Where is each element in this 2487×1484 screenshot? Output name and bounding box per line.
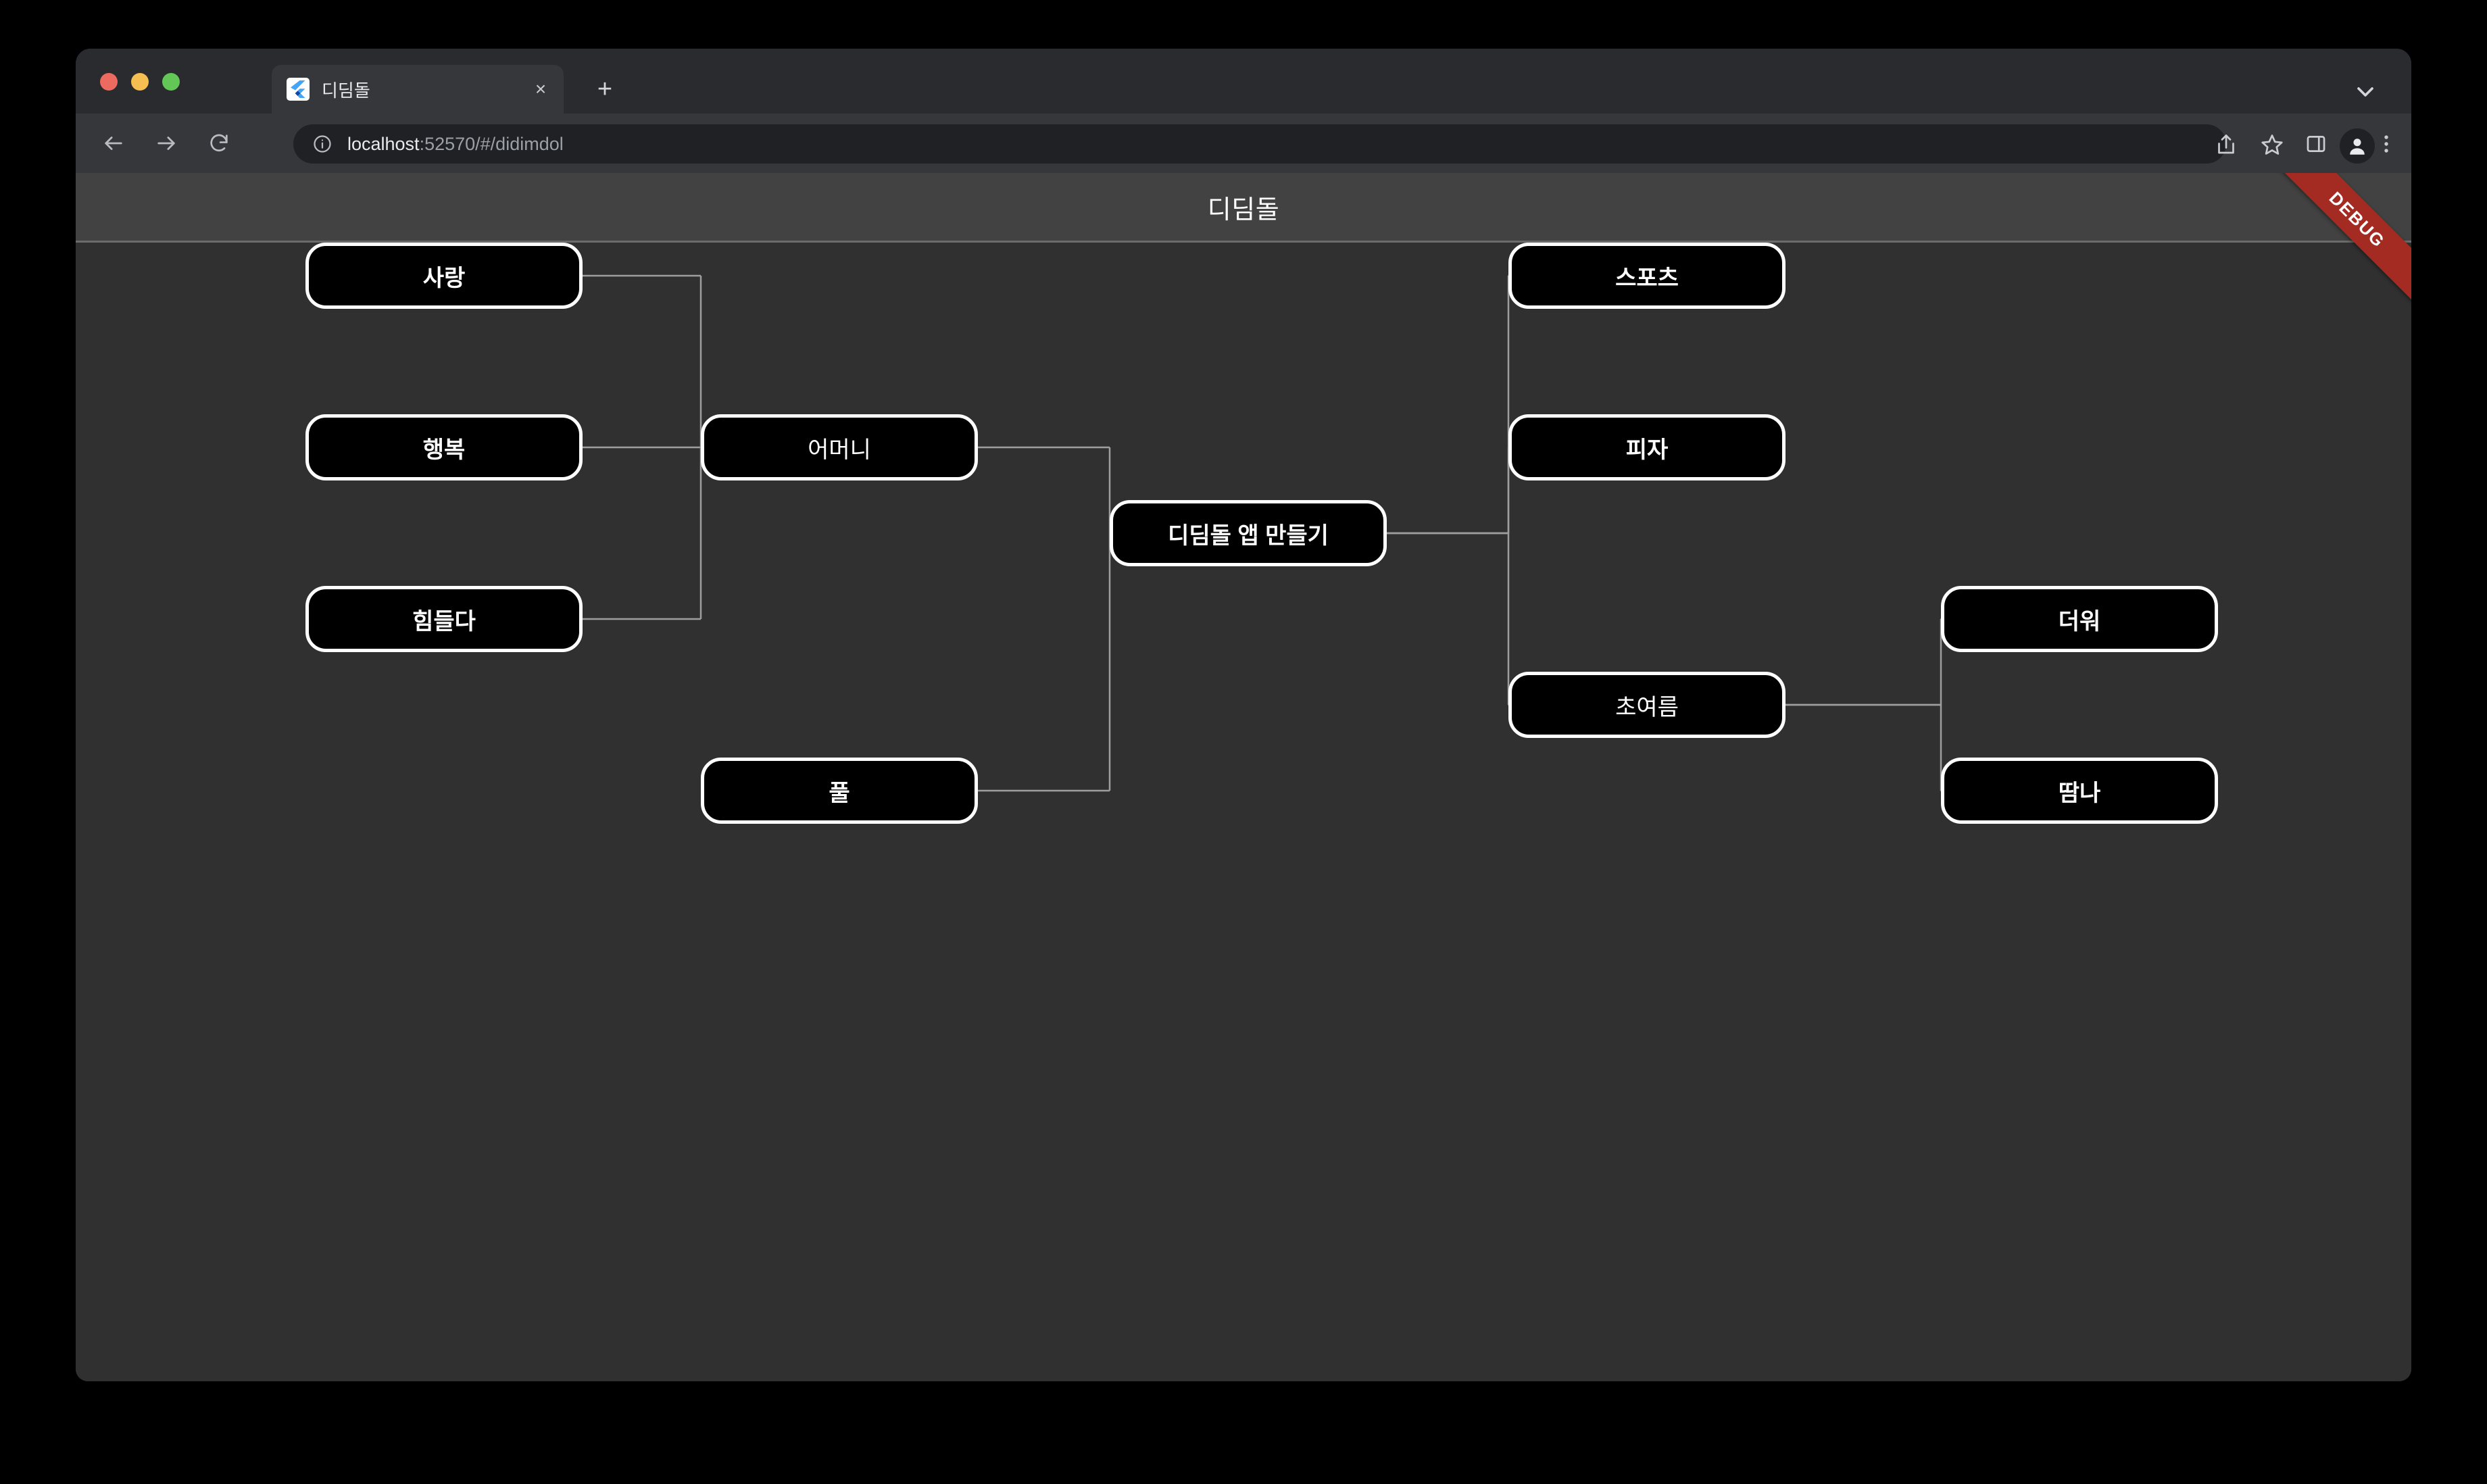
mindmap-node-label: 피자 bbox=[1625, 437, 1669, 463]
mindmap-node-label: 초여름 bbox=[1615, 694, 1679, 720]
mindmap-connectors bbox=[583, 274, 1942, 792]
mindmap-node-label: 어머니 bbox=[808, 437, 871, 463]
mindmap-node-pizza[interactable]: 피자 bbox=[1508, 414, 1786, 480]
close-window-button[interactable] bbox=[100, 73, 118, 91]
mindmap-node-chonyeoreum[interactable]: 초여름 bbox=[1508, 672, 1786, 738]
mindmap-node-sports[interactable]: 스포츠 bbox=[1508, 243, 1786, 309]
mindmap-node-pul[interactable]: 풀 bbox=[701, 758, 978, 824]
mindmap-node-deowo[interactable]: 더워 bbox=[1941, 586, 2218, 652]
star-icon[interactable] bbox=[2260, 132, 2287, 159]
mindmap-node-label: 사랑 bbox=[422, 265, 466, 291]
mindmap-node-label: 디딤돌 앱 만들기 bbox=[1168, 522, 1329, 549]
new-tab-button[interactable]: + bbox=[597, 75, 613, 103]
flutter-logo-icon bbox=[287, 78, 310, 101]
profile-avatar-icon[interactable] bbox=[2340, 128, 2375, 164]
mindmap-node-haengbok[interactable]: 행복 bbox=[305, 414, 583, 480]
minimize-window-button[interactable] bbox=[131, 73, 149, 91]
side-panel-icon[interactable] bbox=[2305, 132, 2332, 159]
mindmap-node-label: 더워 bbox=[2058, 608, 2101, 635]
three-dot-menu-icon[interactable] bbox=[2375, 132, 2402, 159]
chevron-down-icon[interactable] bbox=[2352, 78, 2379, 105]
url-host: localhost bbox=[347, 133, 420, 154]
mindmap-node-label: 땀나 bbox=[2058, 780, 2101, 806]
mindmap-node-label: 스포츠 bbox=[1615, 265, 1679, 291]
app-bar: 디딤돌 bbox=[76, 173, 2411, 241]
reload-icon[interactable] bbox=[200, 124, 238, 162]
mindmap-node-root[interactable]: 디딤돌 앱 만들기 bbox=[1110, 500, 1387, 566]
arrow-left-icon[interactable] bbox=[95, 124, 132, 162]
arrow-right-icon[interactable] bbox=[147, 124, 185, 162]
close-icon[interactable]: × bbox=[535, 78, 547, 99]
mindmap-node-label: 풀 bbox=[829, 780, 850, 806]
mindmap-node-eomeoni[interactable]: 어머니 bbox=[701, 414, 978, 480]
mindmap-node-sarang[interactable]: 사랑 bbox=[305, 243, 583, 309]
maximize-window-button[interactable] bbox=[162, 73, 180, 91]
browser-toolbar: localhost:52570/#/didimdol bbox=[76, 114, 2411, 173]
page-title: 디딤돌 bbox=[1207, 195, 1280, 224]
info-circle-icon[interactable] bbox=[312, 134, 333, 154]
tab-strip: 디딤돌 × + bbox=[76, 49, 2411, 114]
address-bar[interactable]: localhost:52570/#/didimdol bbox=[293, 124, 2226, 164]
tab-title: 디딤돌 bbox=[322, 80, 370, 101]
app-bar-divider bbox=[76, 241, 2411, 243]
mindmap-node-himdeulda[interactable]: 힘들다 bbox=[305, 586, 583, 652]
share-icon[interactable] bbox=[2214, 132, 2241, 159]
mindmap-node-ttamna[interactable]: 땀나 bbox=[1941, 758, 2218, 824]
url-text: localhost:52570/#/didimdol bbox=[347, 134, 564, 155]
mindmap-node-label: 힘들다 bbox=[412, 608, 476, 635]
browser-tab[interactable]: 디딤돌 × bbox=[272, 65, 564, 114]
url-path: :52570/#/didimdol bbox=[419, 133, 564, 154]
mindmap-node-label: 행복 bbox=[422, 437, 466, 463]
window-controls bbox=[100, 73, 180, 91]
browser-window: 디딤돌 × + bbox=[76, 49, 2411, 1381]
